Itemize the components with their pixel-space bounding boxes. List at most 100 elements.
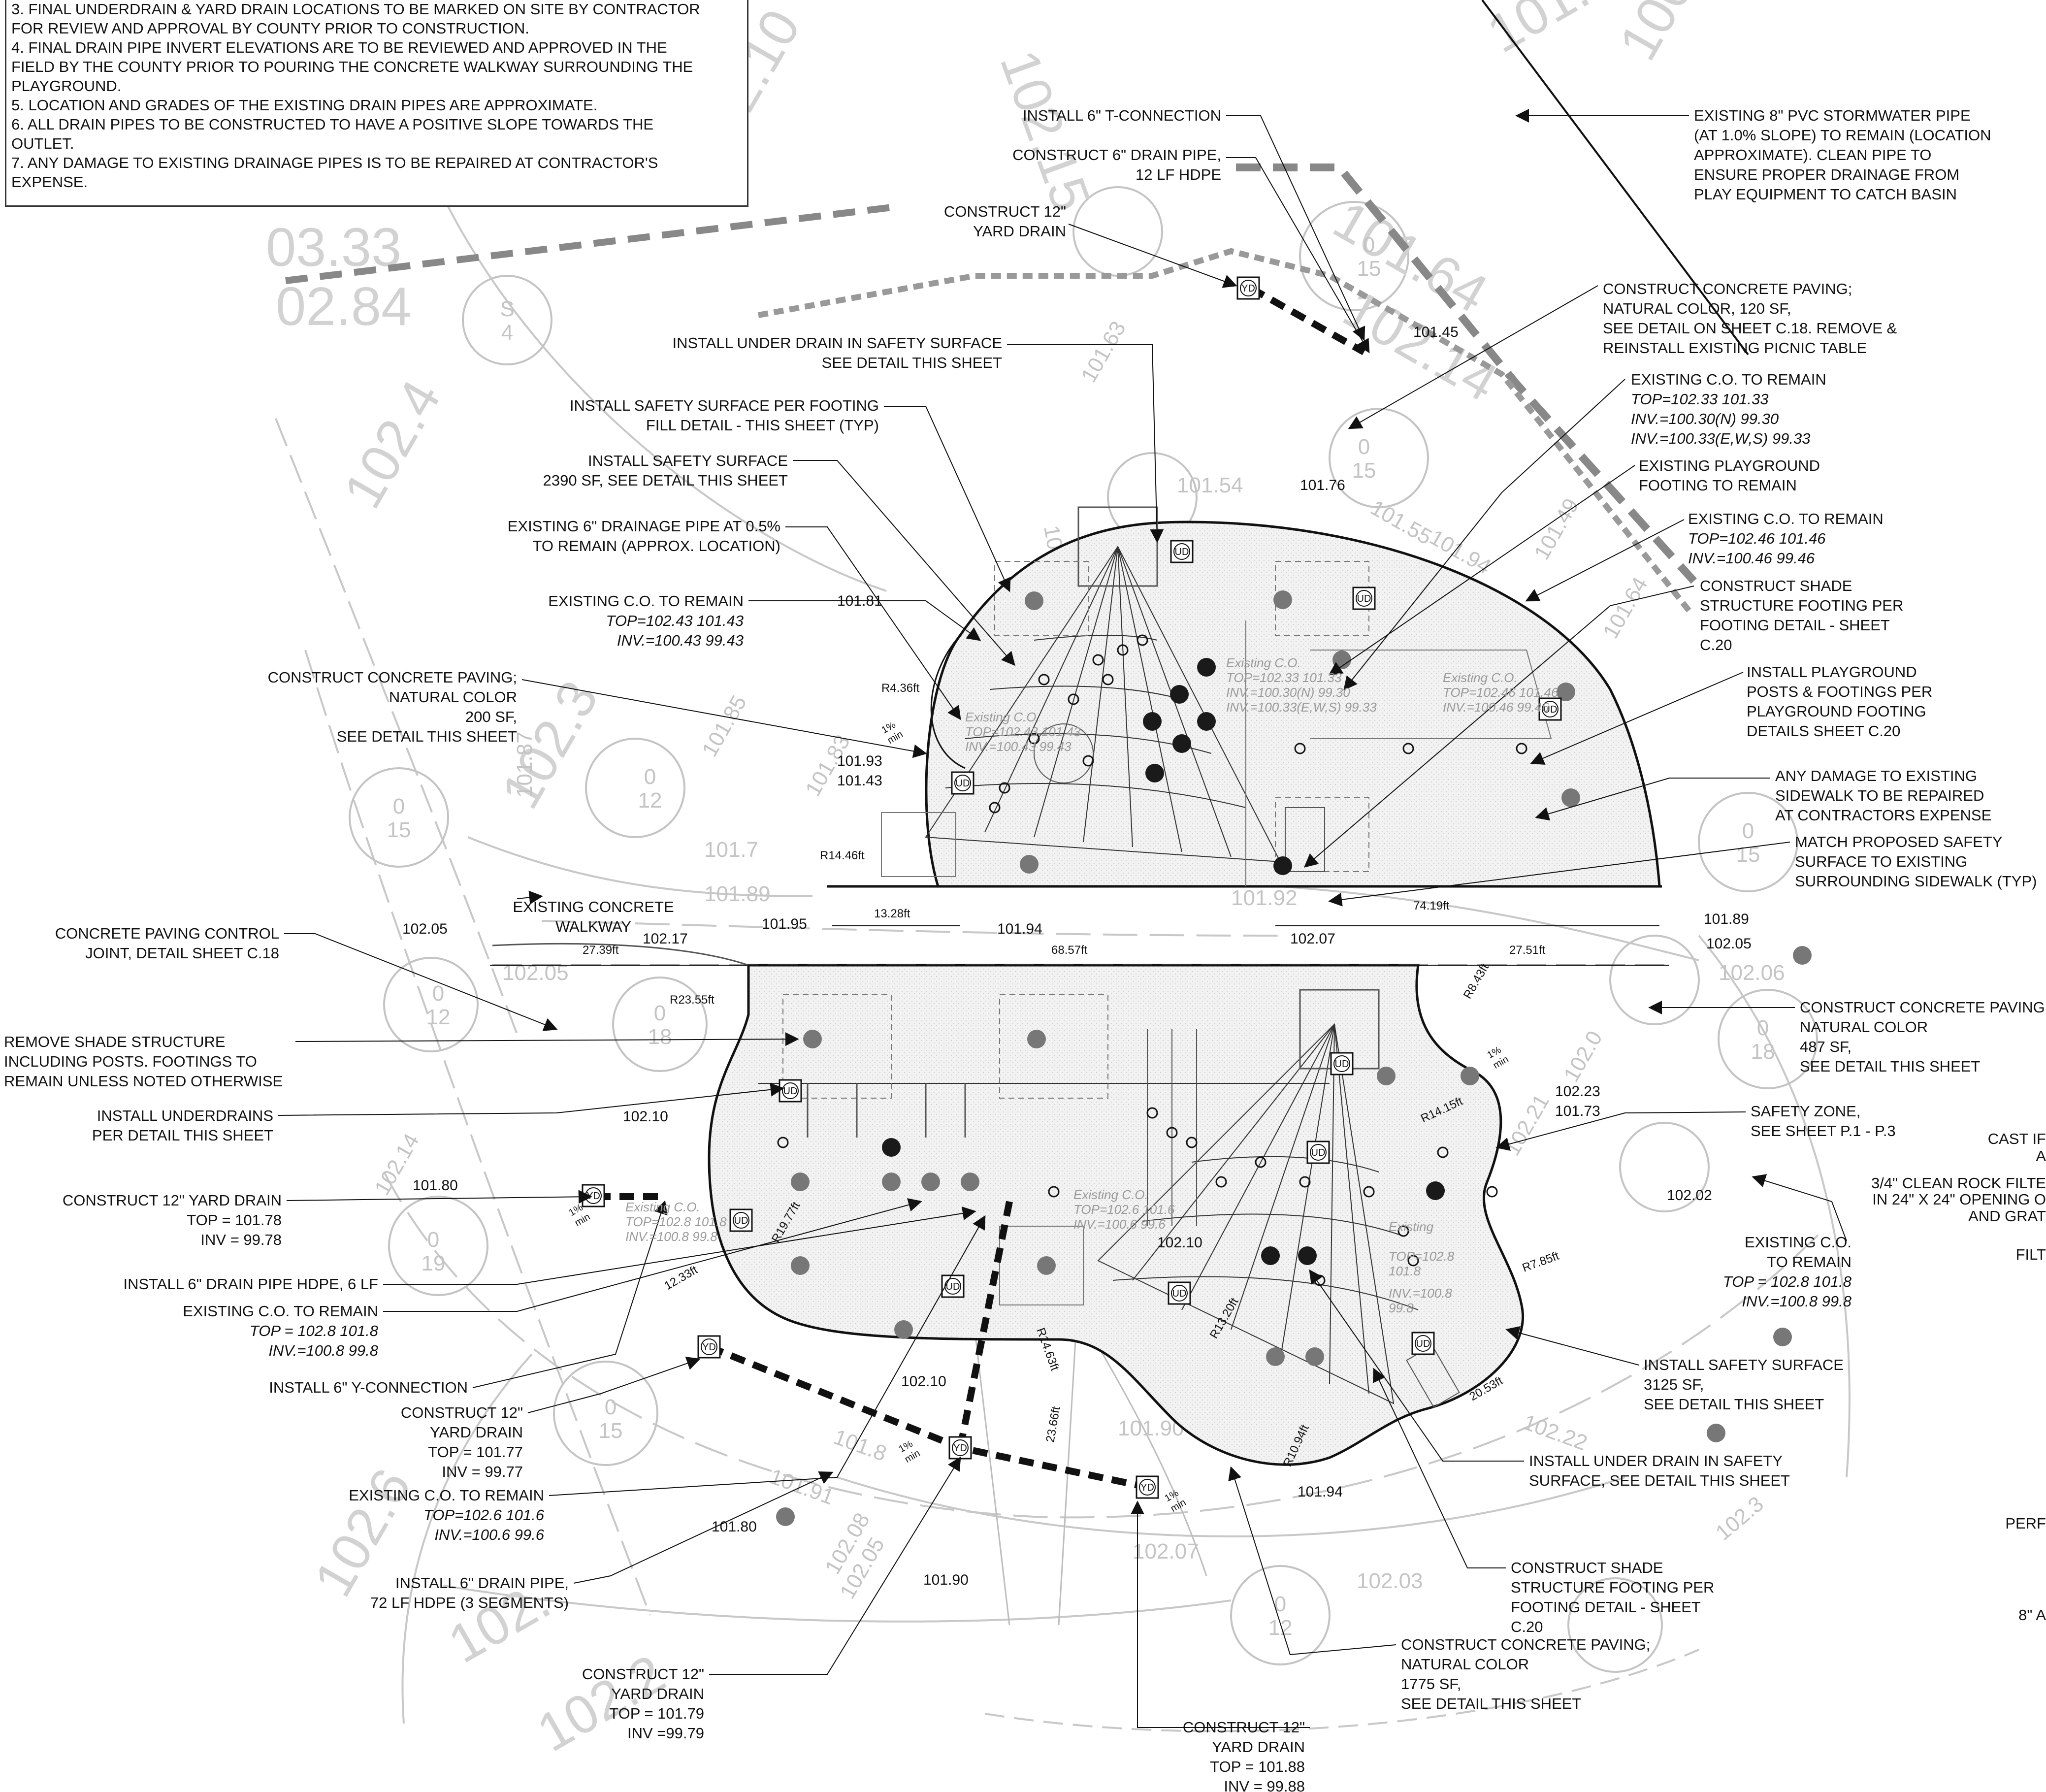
- note-line: 6. ALL DRAIN PIPES TO BE CONSTRUCTED TO …: [11, 116, 654, 133]
- dimension-label: 27.39ft: [583, 944, 619, 957]
- tree-tag-size: 18: [1751, 1040, 1775, 1064]
- dimension-label: R4.36ft: [881, 682, 920, 695]
- callout-yard-drain-s-line: TOP = 101.79: [609, 1705, 704, 1722]
- tree-tag-size: 4: [501, 321, 513, 345]
- background-elevation: 101.8: [831, 1425, 890, 1466]
- footing-dot: [803, 1030, 822, 1048]
- leader-line: [1505, 1326, 1639, 1366]
- post-marker: [1117, 644, 1129, 656]
- callout-underdrain-top-line: SEE DETAIL THIS SHEET: [822, 354, 1002, 371]
- callout-shade-footing-s-line: STRUCTURE FOOTING PER: [1511, 1579, 1714, 1596]
- callout-co-remain-nw-line: INV.=100.43 99.43: [617, 632, 744, 649]
- elevation-label: 101.73: [1555, 1103, 1600, 1119]
- leader-line: [1328, 465, 1635, 676]
- callout-remove-shade-line: INCLUDING POSTS. FOOTINGS TO: [4, 1053, 257, 1070]
- equipment-footings: [776, 590, 1812, 1526]
- under-drain-symbol: [1411, 1332, 1435, 1355]
- leader-line: [793, 460, 1015, 666]
- tree-tag-size: 15: [1357, 257, 1381, 281]
- callout-yard-drain-w-line: INV = 99.78: [200, 1231, 282, 1248]
- footing-dot: [921, 1173, 940, 1191]
- existing-co-faint-label: TOP=102.46 101.46: [1443, 685, 1559, 700]
- note-line: FOR REVIEW AND APPROVAL BY COUNTY PRIOR …: [11, 20, 529, 37]
- callout-stormwater-line: APPROXIMATE). CLEAN PIPE TO: [1694, 146, 1931, 163]
- elevation-label: 101.90: [923, 1572, 969, 1588]
- callout-t-connection-line: INSTALL 6" T-CONNECTION: [1023, 107, 1221, 124]
- callout-paving-120-line: SEE DETAIL ON SHEET C.18. REMOVE &: [1603, 320, 1897, 337]
- callout-remove-shade-line: REMOVE SHADE STRUCTURE: [4, 1033, 226, 1050]
- callout-playground-footing-line: EXISTING PLAYGROUND: [1639, 457, 1820, 474]
- callout-posts-footings-line: INSTALL PLAYGROUND: [1747, 663, 1917, 681]
- background-elevation: 102.06: [1719, 961, 1785, 985]
- callout-drain-pipe-6lf-line: INSTALL 6" DRAIN PIPE HDPE, 6 LF: [124, 1275, 379, 1293]
- existing-co-faint-label: TOP=102.43 101.43: [965, 724, 1081, 739]
- background-elevation: 102.0: [1559, 1027, 1607, 1086]
- callout-safety-3125-line: 3125 SF,: [1644, 1376, 1704, 1393]
- footing-dot: [1557, 683, 1575, 701]
- callout-yard-drain-top-line: YARD DRAIN: [973, 223, 1066, 240]
- callout-co-remain-se-line: INV.=100.8 99.8: [1742, 1293, 1851, 1310]
- leader-line: [278, 1082, 784, 1116]
- tree-tag-size: 19: [422, 1251, 446, 1275]
- callout-posts-footings-line: POSTS & FOOTINGS PER: [1747, 683, 1932, 700]
- callout-underdrain-top-line: INSTALL UNDER DRAIN IN SAFETY SURFACE: [673, 334, 1003, 352]
- callout-underdrain-s-line: SURFACE, SEE DETAIL THIS SHEET: [1529, 1472, 1790, 1489]
- footing-dot: [1197, 658, 1216, 677]
- elevation-label: 102.05: [1706, 936, 1752, 952]
- post-marker: [777, 1137, 789, 1148]
- callout-paving-1775-line: NATURAL COLOR: [1401, 1656, 1529, 1673]
- leader-line: [527, 1357, 701, 1413]
- under-drain-tag: UD: [1357, 593, 1371, 604]
- callout-sidewalk-damage-line: SIDEWALK TO BE REPAIRED: [1775, 787, 1984, 804]
- callout-shade-footing-ne-line: CONSTRUCT SHADE: [1700, 577, 1852, 594]
- leader-line: [748, 600, 981, 641]
- tree-tag-label: 0: [605, 1395, 617, 1419]
- elevation-label: 101.80: [712, 1519, 757, 1535]
- callout-yard-drain-top-line: CONSTRUCT 12": [944, 203, 1066, 220]
- callout-match-surface-line: MATCH PROPOSED SAFETY: [1795, 833, 2002, 850]
- callout-match-surface-line: SURROUNDING SIDEWALK (TYP): [1795, 873, 2037, 890]
- callout-yard-drain-sw-line: INV = 99.77: [442, 1463, 523, 1480]
- under-drain-symbol: [1168, 1281, 1191, 1305]
- leader-line: [1525, 519, 1685, 602]
- under-drain-symbol: [1352, 586, 1376, 610]
- dimension-label: 23.66ft: [1043, 1405, 1063, 1443]
- callout-co-remain-sw-line: EXISTING C.O. TO REMAIN: [349, 1487, 544, 1504]
- callout-yard-drain-se-line: CONSTRUCT 12": [1183, 1719, 1305, 1736]
- elevation-label: 101.80: [413, 1177, 458, 1194]
- tree-tag-size: 15: [599, 1419, 623, 1443]
- under-drain-symbol: [1330, 1052, 1354, 1075]
- elevation-label: 102.17: [643, 931, 688, 947]
- callout-fill-detail-line: FILL DETAIL - THIS SHEET (TYP): [646, 417, 879, 434]
- existing-co-faint-label: Existing C.O.: [625, 1200, 700, 1214]
- leader-line: [549, 1215, 986, 1496]
- yard-drain-tag: YD: [586, 1191, 600, 1202]
- callout-paving-200-line: CONSTRUCT CONCRETE PAVING;: [268, 669, 517, 686]
- leader-line: [1373, 1368, 1506, 1568]
- big-topo-8: 102.15: [988, 42, 1102, 219]
- yard-drain-symbol: [1136, 1475, 1159, 1499]
- callout-co-remain-e-line: EXISTING C.O. TO REMAIN: [1688, 510, 1884, 527]
- post-marker: [1402, 743, 1414, 754]
- tree-tag-size: 18: [648, 1025, 672, 1049]
- tree-tag-size: 12: [426, 1005, 451, 1029]
- existing-co-faint-label: 101.8: [1389, 1264, 1421, 1278]
- callout-paving-200-line: 200 SF,: [465, 708, 517, 725]
- tree-tag-size: 12: [1268, 1616, 1293, 1640]
- leader-line: [1343, 379, 1625, 691]
- footing-dot: [1266, 1347, 1285, 1366]
- post-marker: [1146, 1107, 1158, 1119]
- background-elevation: 101.64: [1598, 573, 1653, 643]
- elevation-label: 102.23: [1555, 1083, 1600, 1100]
- footing-dot: [1273, 856, 1292, 875]
- leader-line: [1303, 586, 1694, 868]
- callout-safety-3125-line: INSTALL SAFETY SURFACE: [1644, 1356, 1844, 1373]
- callout-yard-drain-w-line: TOP = 101.78: [187, 1211, 282, 1229]
- dimension-label: 68.57ft: [1051, 944, 1088, 957]
- tree-tag-label: 0: [1757, 1016, 1769, 1040]
- post-marker: [1137, 634, 1148, 646]
- big-topo-11: 102.2: [527, 1643, 675, 1763]
- note-line: 3. FINAL UNDERDRAIN & YARD DRAIN LOCATIO…: [11, 0, 700, 18]
- callout-y-connection-line: INSTALL 6" Y-CONNECTION: [269, 1379, 468, 1396]
